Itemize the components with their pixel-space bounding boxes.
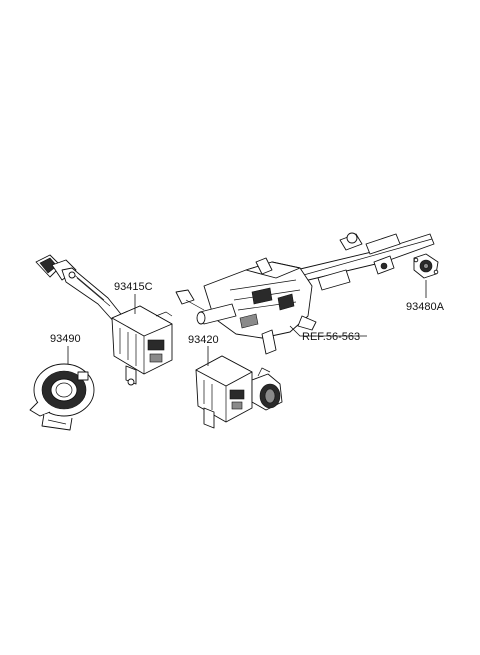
label-ref-56-563: REF.56-563: [302, 331, 360, 343]
steering-column-assembly[interactable]: [175, 232, 435, 355]
multifunction-switch-93415c[interactable]: [111, 305, 173, 386]
clock-spring-93490[interactable]: [29, 363, 95, 431]
multifunction-lever-stalk[interactable]: [35, 254, 125, 325]
leader-lines: [67, 280, 427, 366]
label-93420: 93420: [188, 334, 219, 346]
label-93415c: 93415C: [114, 281, 153, 293]
switch-assembly-93420[interactable]: [195, 355, 283, 429]
label-93480a: 93480A: [406, 301, 445, 313]
label-93490: 93490: [50, 333, 81, 345]
sensor-93480a[interactable]: [413, 253, 439, 279]
